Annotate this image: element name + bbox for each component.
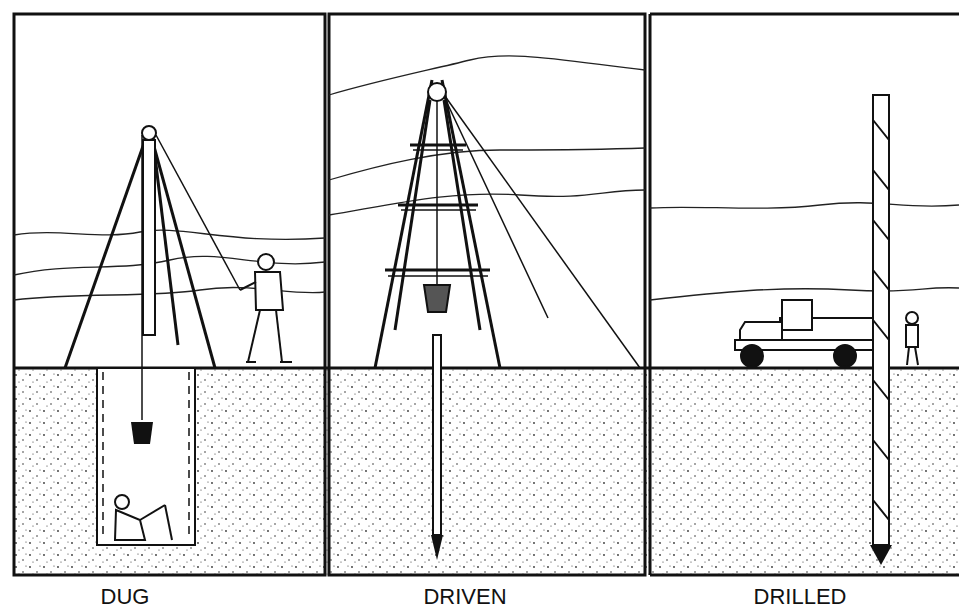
well-type-label: DRILLED: [752, 584, 849, 609]
well-type-label: DUG: [99, 584, 152, 609]
well-type-label: DRIVEN: [421, 584, 508, 609]
